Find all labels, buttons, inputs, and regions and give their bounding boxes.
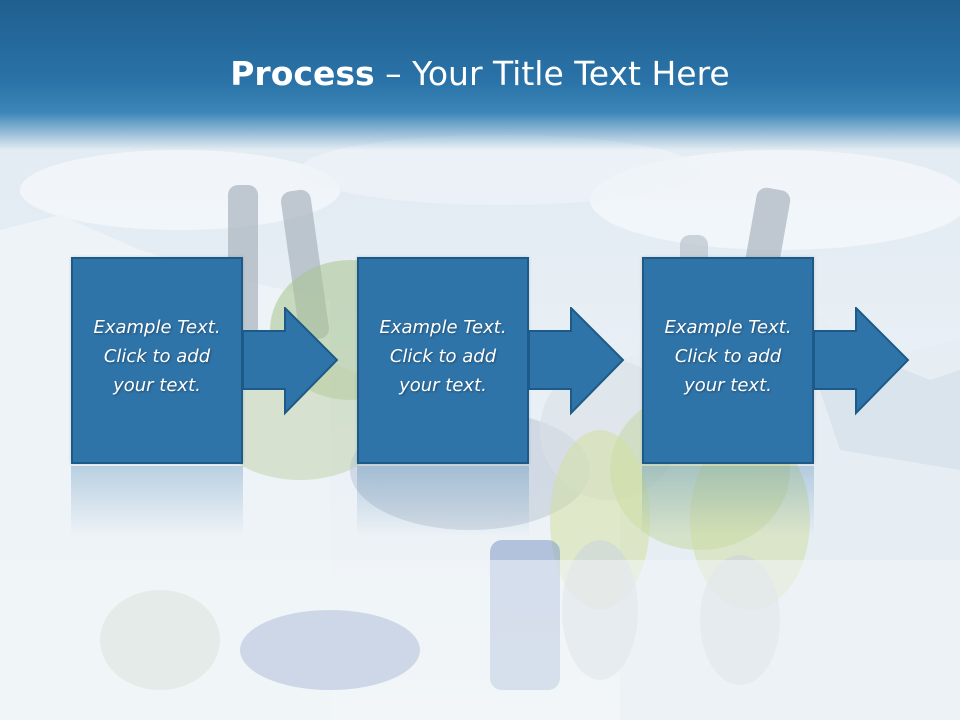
process-step-1-box[interactable]: Example Text. Click to add your text.: [71, 257, 243, 464]
arrow-right-icon: [529, 307, 625, 416]
process-step-2-reflection: [357, 466, 529, 536]
arrow-right-icon: [814, 307, 910, 416]
slide-title[interactable]: Process – Your Title Text Here: [0, 52, 960, 96]
title-bold: Process: [230, 54, 375, 93]
process-step-3-text: Example Text. Click to add your text.: [664, 317, 792, 396]
title-bar: [0, 0, 960, 150]
process-step-1-text: Example Text. Click to add your text.: [93, 317, 221, 396]
arrow-right-icon: [243, 307, 339, 416]
process-step-2-text: Example Text. Click to add your text.: [379, 317, 507, 396]
process-step-1-reflection: [71, 466, 243, 536]
process-step-3-box[interactable]: Example Text. Click to add your text.: [642, 257, 814, 464]
process-step-3-reflection: [642, 466, 814, 536]
title-rest: – Your Title Text Here: [374, 54, 730, 93]
process-step-2-box[interactable]: Example Text. Click to add your text.: [357, 257, 529, 464]
